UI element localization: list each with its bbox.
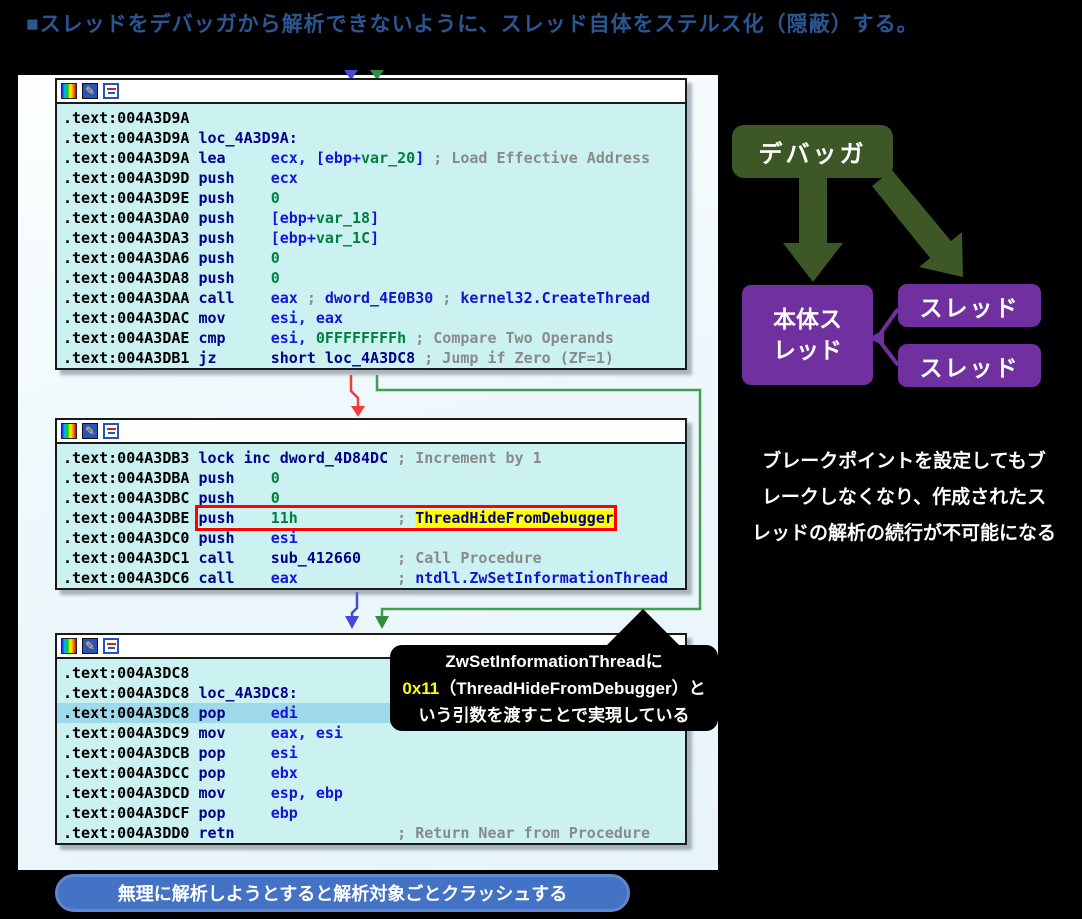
code-line[interactable]: .text:004A3DC6 call eax ; ntdll.ZwSetInf…: [63, 569, 669, 587]
debugger-box: デバッガ: [732, 125, 893, 178]
thread-box-1: スレッド: [898, 284, 1041, 327]
zwsetinformation-callout: ZwSetInformationThreadに 0x11（ThreadHideF…: [390, 645, 718, 731]
code-line[interactable]: .text:004A3D9E push 0: [63, 189, 280, 207]
palette-icon[interactable]: [61, 423, 77, 439]
thread1-connector: [876, 307, 900, 339]
code-line[interactable]: .text:004A3D9A loc_4A3D9A:: [63, 129, 298, 147]
palette-icon[interactable]: [61, 638, 77, 654]
debugger-to-thread-arrow: [872, 170, 963, 277]
code-line[interactable]: .text:004A3DAA call eax ; dword_4E0B30 ;…: [63, 289, 651, 307]
thread2-connector: [876, 337, 900, 367]
code-line[interactable]: .text:004A3DC0 push esi: [63, 529, 298, 547]
callout-line-3: いう引数を渡すことで実現している: [418, 706, 690, 725]
crash-warning-text: 無理に解析しようとすると解析対象ごとクラッシュする: [117, 884, 568, 904]
code-line[interactable]: .text:004A3DD0 retn ; Return Near from P…: [63, 824, 651, 842]
code-line[interactable]: .text:004A3D9A lea ecx, [ebp+var_20] ; L…: [63, 149, 651, 167]
code-line[interactable]: .text:004A3DBE push 11h ; ThreadHideFrom…: [63, 505, 685, 531]
code-line[interactable]: .text:004A3DA8 push 0: [63, 269, 280, 287]
code-line[interactable]: .text:004A3DCD mov esp, ebp: [63, 784, 343, 802]
main-thread-box: 本体ス レッド: [742, 285, 873, 385]
debugger-to-main-arrow: [783, 178, 843, 282]
red-highlight-box: push 11h ; ThreadHideFromDebugger: [195, 505, 617, 531]
code-line[interactable]: .text:004A3DC9 mov eax, esi: [63, 724, 343, 742]
code-line[interactable]: .text:004A3DCC pop ebx: [63, 764, 298, 782]
disassembly-listing[interactable]: .text:004A3D9A .text:004A3D9A loc_4A3D9A:…: [57, 104, 685, 368]
graph-view-icon[interactable]: [103, 83, 119, 99]
ida-block-titlebar: ✎: [57, 80, 685, 104]
code-line[interactable]: .text:004A3DC8: [63, 664, 190, 682]
code-line[interactable]: .text:004A3D9D push ecx: [63, 169, 298, 187]
code-line[interactable]: .text:004A3DA3 push [ebp+var_1C]: [63, 229, 380, 247]
ida-block-hide-from-debugger: ✎ .text:004A3DB3 lock inc dword_4D84DC ;…: [55, 418, 687, 590]
code-line[interactable]: .text:004A3DAE cmp esi, 0FFFFFFFFh ; Com…: [63, 329, 614, 347]
code-line[interactable]: .text:004A3DCB pop esi: [63, 744, 298, 762]
graph-view-icon[interactable]: [103, 423, 119, 439]
code-line[interactable]: .text:004A3DC1 call sub_412660 ; Call Pr…: [63, 549, 542, 567]
code-line[interactable]: .text:004A3DBC push 0: [63, 489, 280, 507]
breakpoint-note: ブレークポイントを設定してもブ レークしなくなり、作成されたス レッドの解析の続…: [751, 451, 1056, 544]
callout-line-2-rest: （ThreadHideFromDebugger）と: [439, 679, 706, 698]
code-line[interactable]: .text:004A3DBA push 0: [63, 469, 280, 487]
code-line[interactable]: .text:004A3DA6 push 0: [63, 249, 280, 267]
callout-line-1: ZwSetInformationThreadに: [445, 652, 663, 671]
page-title: ■スレッドをデバッガから解析できないように、スレッド自体をステルス化（隠蔽）する…: [26, 13, 919, 36]
disassembly-listing[interactable]: .text:004A3DB3 lock inc dword_4D84DC ; I…: [57, 444, 685, 588]
code-line[interactable]: .text:004A3D9A: [63, 109, 190, 127]
edit-pencil-icon[interactable]: ✎: [82, 83, 98, 99]
thread-box-2: スレッド: [898, 344, 1041, 387]
code-line[interactable]: .text:004A3DA0 push [ebp+var_18]: [63, 209, 380, 227]
code-line[interactable]: .text:004A3DCF pop ebp: [63, 804, 298, 822]
callout-0x11-highlight: 0x11: [402, 679, 440, 698]
code-line[interactable]: .text:004A3DAC mov esi, eax: [63, 309, 343, 327]
palette-icon[interactable]: [61, 83, 77, 99]
edit-pencil-icon[interactable]: ✎: [82, 423, 98, 439]
callout-pointer: [603, 609, 683, 649]
code-line[interactable]: .text:004A3DB3 lock inc dword_4D84DC ; I…: [63, 449, 542, 467]
code-line[interactable]: .text:004A3DB1 jz short loc_4A3DC8 ; Jum…: [63, 349, 614, 367]
ida-block-create-thread: ✎ .text:004A3D9A .text:004A3D9A loc_4A3D9…: [55, 78, 687, 370]
ida-block-titlebar: ✎: [57, 420, 685, 444]
callout-line-2: 0x11（ThreadHideFromDebugger）と: [390, 675, 718, 702]
code-line[interactable]: .text:004A3DC8 loc_4A3DC8:: [63, 684, 298, 702]
graph-view-icon[interactable]: [103, 638, 119, 654]
crash-warning-pill: 無理に解析しようとすると解析対象ごとクラッシュする: [55, 874, 630, 912]
edit-pencil-icon[interactable]: ✎: [82, 638, 98, 654]
